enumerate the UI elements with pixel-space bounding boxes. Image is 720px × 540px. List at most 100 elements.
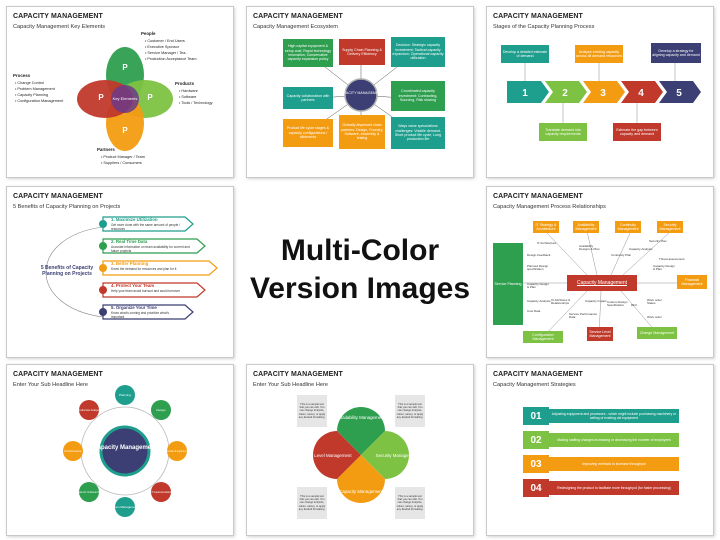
slide-title: CAPACITY MANAGEMENT (13, 193, 103, 200)
cycle-diagram: Capacity Management Planning Design Cons… (63, 385, 194, 517)
rel-box-change: Change Management (637, 327, 677, 339)
stage-2-arrow (545, 81, 587, 103)
benefit-2-head: 2. Real Time Data (111, 239, 148, 244)
eco-box-collaboration: Capacity collaboration with partners (283, 87, 333, 109)
slide-title: CAPACITY MANAGEMENT (253, 13, 343, 20)
svg-text:2: 2 (562, 88, 568, 99)
eco-box-partners: Globally dispersed chain partners: Desig… (339, 115, 385, 149)
rel-label: Cost Data (527, 309, 541, 313)
strategy-num-4: 04 (523, 479, 549, 497)
rel-label: Capacity Analysis (527, 299, 551, 303)
rel-label: Custom Design Specification (607, 300, 628, 308)
svg-text:Capacity Management: Capacity Management (339, 489, 384, 494)
svg-text:P: P (122, 63, 128, 72)
svg-text:IT Implementation: IT Implementation (151, 490, 172, 494)
petal-service-level (313, 431, 361, 479)
svg-text:Construction & Implementation: Construction & Implementation (161, 450, 194, 453)
benefit-1-text: Get more done with the same amount of pe… (111, 223, 181, 231)
benefit-4-head: 4. Protect Your Team (111, 283, 155, 288)
slide-subtitle: Capacity Management Process Relationship… (493, 204, 606, 210)
node-team (115, 497, 135, 517)
slide-process-relationships[interactable]: CAPACITY MANAGEMENT Capacity Management … (486, 186, 714, 358)
slide-subtitle: Capacity Management Ecosystem (253, 24, 338, 30)
products-list: HardwareSoftwareTools / Technology (179, 88, 212, 106)
slide-subtitle: Capacity Management Key Elements (13, 24, 106, 30)
products-heading: Products (175, 81, 195, 86)
petal-note-bl: This is a sample text that you can edit.… (297, 487, 327, 519)
eco-box-challenges: Ways value speculations challenges: Vola… (391, 117, 445, 149)
rel-box-financial: Financial Management (677, 275, 707, 289)
svg-text:Productive Analysis: Productive Analysis (78, 408, 101, 412)
rel-box-service-level: Service Level Management (587, 327, 613, 341)
petal-diagram: Availability Management Security Managem… (298, 407, 419, 503)
service-planning-bar: Service Planning (493, 243, 523, 325)
slide-title: CAPACITY MANAGEMENT (493, 13, 583, 20)
svg-text:5: 5 (676, 88, 682, 99)
slide-strategies[interactable]: CAPACITY MANAGEMENT Capacity Management … (486, 364, 714, 536)
eco-box-decision: Decision: Strategic capacity investment;… (391, 37, 445, 67)
benefit-2-text: Accurate information on team availabilit… (111, 245, 190, 253)
rel-label: Capacity Design & Plan (653, 264, 675, 272)
stage-2-note: Translate demand into capacity requireme… (539, 123, 587, 141)
svg-text:Team Management: Team Management (112, 505, 138, 509)
benefit-5-head: 5. Organize Your Time (111, 305, 157, 310)
slide-subtitle: Capacity Management Strategies (493, 382, 576, 388)
stage-1-note: Develop a detailed estimate of demand (501, 45, 549, 63)
stage-4-arrow (621, 81, 663, 103)
stage-arrows: 1 2 3 4 5 (507, 63, 701, 123)
stage-5-note: Develop a strategy for aligning capacity… (651, 43, 701, 63)
partners-heading: Partners (97, 147, 115, 152)
rel-label: Planned Design specification (527, 264, 549, 272)
svg-text:Service Level Management: Service Level Management (298, 453, 352, 458)
svg-text:4: 4 (638, 88, 644, 99)
rel-label: Design Feedback (527, 253, 551, 257)
rel-box-strategy: IT Strategy & Architecture (533, 221, 559, 233)
rel-box-security: Security Management (657, 221, 683, 233)
ecosystem-connectors: CAPACITY MANAGEMENT (306, 52, 416, 134)
stage-5-arrow (659, 81, 701, 103)
slide-subtitle: Stages of the Capacity Planning Process (493, 24, 595, 30)
svg-text:Design: Design (156, 408, 166, 412)
rel-label: Availability Designs & Plan (579, 244, 600, 252)
people-heading: People (141, 31, 156, 36)
node-performance (63, 441, 83, 461)
rel-label: Continuity Plan (611, 253, 632, 257)
slide-key-elements[interactable]: CAPACITY MANAGEMENT Capacity Management … (6, 6, 234, 178)
slide-title: CAPACITY MANAGEMENT (493, 371, 583, 378)
rel-label: Threat assessment (659, 257, 685, 261)
hub-ring (99, 425, 151, 477)
svg-text:Capacity Management: Capacity Management (93, 445, 156, 451)
slide-title: CAPACITY MANAGEMENT (13, 13, 103, 20)
rel-label: RFC (631, 303, 638, 307)
slide-benefits[interactable]: CAPACITY MANAGEMENT 5 Benefits of Capaci… (6, 186, 234, 358)
strategy-num-2: 02 (523, 431, 549, 449)
benefits-left-label: 5 Benefits of Capacity Planning on Proje… (40, 265, 94, 277)
rel-center-box: Capacity Management (567, 275, 637, 291)
eco-box-investment: Coordinated capacity investment: Contrac… (391, 81, 445, 111)
rel-label: Capacity Impact (585, 299, 607, 303)
slide-cycle[interactable]: CAPACITY MANAGEMENT Enter Your Sub Headl… (6, 364, 234, 536)
benefit-3-text: Know the demand for resources and plan f… (111, 267, 177, 271)
benefit-5-text: Know what's coming and prioritize what's… (111, 311, 169, 319)
process-list: Change ControlProblem ManagementCapacity… (15, 80, 63, 104)
svg-text:P: P (147, 93, 153, 102)
slide-ecosystem[interactable]: CAPACITY MANAGEMENT Capacity Management … (246, 6, 474, 178)
rel-label: IT Architecture (537, 241, 557, 245)
rel-label: Security Plan (649, 239, 667, 243)
strategy-text-1: Adjusting equipment and processes - whic… (549, 409, 679, 423)
rel-label: Work order (647, 315, 662, 319)
rel-label: Work order Status (647, 298, 662, 306)
slide-subtitle: 5 Benefits of Capacity Planning on Proje… (13, 204, 121, 210)
slide-four-petal[interactable]: CAPACITY MANAGEMENT Enter Your Sub Headl… (246, 364, 474, 536)
rel-box-availability: Availability Management (573, 221, 599, 233)
rel-box-continuity: Continuity Management (615, 221, 641, 233)
venn-diagram: P P P P Key Elements (77, 47, 173, 151)
slide-planning-stages[interactable]: CAPACITY MANAGEMENT Stages of the Capaci… (486, 6, 714, 178)
eco-box-lifecycle: Product life cycle stages & capacity con… (283, 119, 333, 147)
svg-text:Security Management: Security Management (376, 453, 419, 458)
node-design (151, 400, 171, 420)
strategy-text-2: Making staffing changes increasing or de… (549, 433, 679, 447)
stage-4-note: Estimate the gap between capacity and de… (613, 123, 661, 141)
petal-note-br: This is a sample text that you can edit.… (395, 487, 425, 519)
